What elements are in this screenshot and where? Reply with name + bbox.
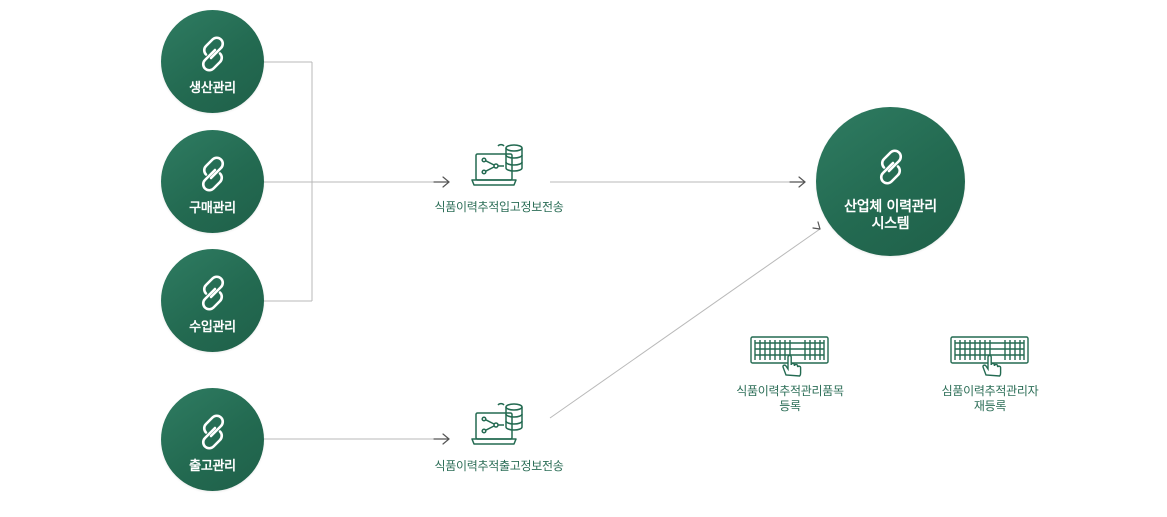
connector-outbound-to-system: [549, 228, 821, 419]
keyboard-pointer-icon: [950, 336, 1029, 377]
link-icon: [201, 414, 224, 450]
node-purchase: 구매관리: [161, 130, 264, 233]
node-label-line2: 시스템: [871, 216, 910, 232]
link-icon: [201, 36, 224, 72]
caption-reregister-line1: 심품이력추적관리자: [941, 384, 1039, 398]
laptop-database-icon: [471, 402, 523, 445]
node-label: 출고관리: [189, 459, 236, 474]
node-production: 생산관리: [161, 10, 264, 113]
node-label-line1: 산업체 이력관리: [844, 199, 937, 215]
node-label: 생산관리: [189, 81, 236, 96]
node-shipment: 출고관리: [161, 388, 264, 491]
caption-reregister: 심품이력추적관리자 재등록: [900, 384, 1080, 414]
link-icon: [201, 275, 224, 311]
caption-reregister-line2: 재등록: [973, 399, 1007, 413]
node-label: 구매관리: [189, 201, 236, 216]
caption-register-line1: 식품이력추적관리품목: [736, 384, 844, 398]
node-system: 산업체 이력관리 시스템: [816, 107, 965, 256]
caption-inbound: 식품이력추적입고정보전송: [434, 200, 564, 214]
node-label: 산업체 이력관리 시스템: [816, 199, 965, 233]
caption-register-line2: 등록: [779, 399, 801, 413]
laptop-database-icon: [471, 143, 523, 186]
node-import: 수입관리: [161, 249, 264, 352]
keyboard-pointer-icon: [750, 336, 829, 377]
node-label: 수입관리: [189, 320, 236, 335]
caption-outbound: 식품이력추적출고정보전송: [434, 459, 564, 473]
caption-register: 식품이력추적관리품목 등록: [700, 384, 880, 414]
link-icon: [201, 156, 224, 192]
link-icon: [879, 149, 902, 185]
arrowhead-system-diagonal: [812, 221, 821, 230]
